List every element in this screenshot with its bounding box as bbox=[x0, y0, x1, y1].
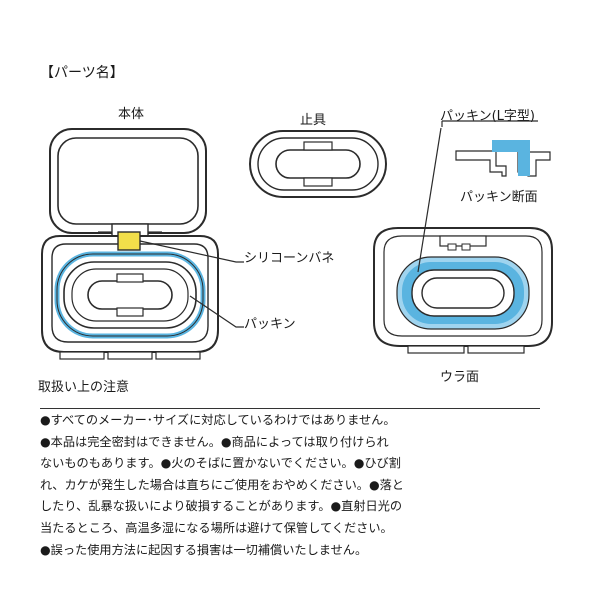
label-main-body: 本体 bbox=[118, 107, 145, 122]
packing-cross-section bbox=[441, 120, 551, 177]
section-title: 【パーツ名】 bbox=[40, 65, 124, 81]
parts-diagram bbox=[41, 120, 553, 360]
label-stopper: 止具 bbox=[300, 113, 327, 128]
caution-notes: ●すべてのメーカー･サイズに対応しているわけではありません。 ●本品は完全密封は… bbox=[40, 408, 540, 561]
note-paragraph-3: ●誤った使用方法に起因する損害は一切補償いたしません。 bbox=[40, 542, 368, 557]
silicone-spring-part bbox=[117, 231, 141, 251]
label-packing-cross-section: パッキン断面 bbox=[460, 190, 538, 205]
note-paragraph-1: ●すべてのメーカー･サイズに対応しているわけではありません。 bbox=[40, 413, 396, 427]
label-packing-l-shape: パッキン(L字型) bbox=[440, 109, 535, 124]
label-back-side: ウラ面 bbox=[440, 370, 480, 385]
notes-title: 取扱い上の注意 bbox=[38, 380, 130, 395]
label-packing: パッキン bbox=[244, 317, 296, 332]
label-silicone-spring: シリコーンバネ bbox=[244, 251, 335, 266]
back-side-illustration bbox=[373, 127, 553, 354]
main-body-illustration bbox=[41, 128, 244, 360]
note-paragraph-2: ●本品は完全密封はできません。●商品によっては取り付けられ ないものもあります。… bbox=[40, 434, 404, 535]
stopper-illustration bbox=[249, 130, 387, 198]
